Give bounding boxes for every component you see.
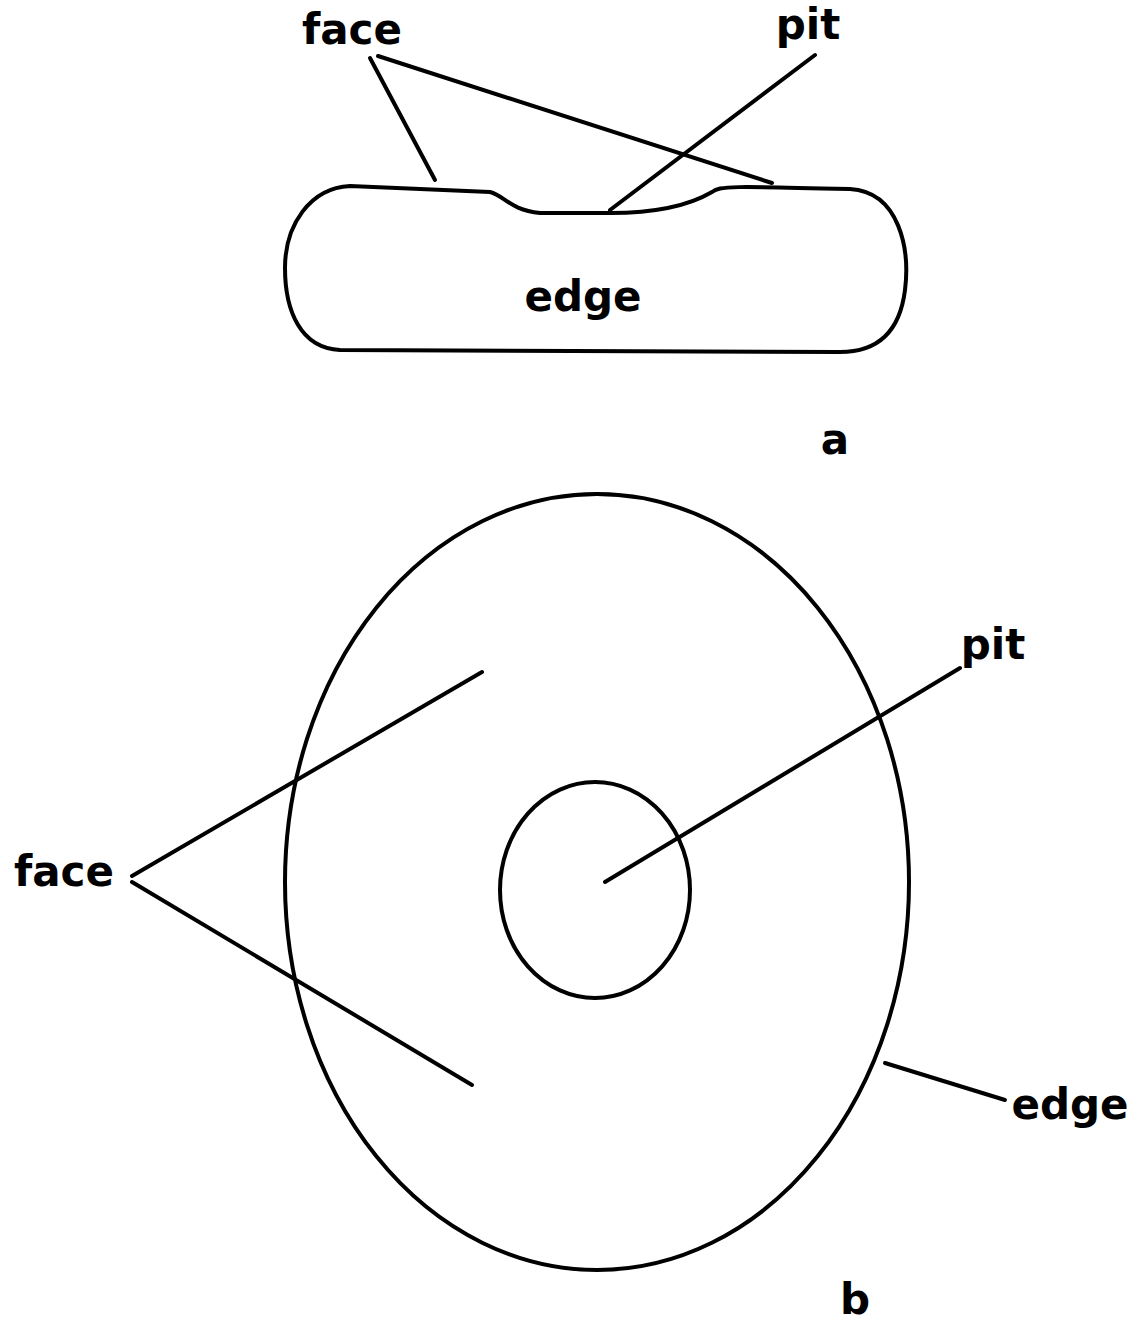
- part-label: edge: [524, 274, 641, 320]
- part-label: pit: [961, 622, 1026, 668]
- part-label: pit: [776, 2, 841, 48]
- leader-line: [370, 58, 435, 180]
- panel-letter: b: [840, 1277, 870, 1323]
- leader-line: [132, 672, 482, 876]
- side-view-outline: [285, 186, 906, 352]
- leader-line: [610, 55, 815, 210]
- leader-line: [132, 882, 472, 1085]
- part-label: face: [14, 849, 114, 895]
- part-label: face: [302, 7, 402, 53]
- leader-line: [885, 1063, 1005, 1100]
- panel-letter: a: [821, 417, 849, 463]
- leader-line: [378, 56, 772, 183]
- pit-outline: [500, 782, 690, 998]
- face-view-outline: [285, 494, 909, 1270]
- part-label: edge: [1011, 1082, 1128, 1128]
- leader-line: [605, 668, 960, 882]
